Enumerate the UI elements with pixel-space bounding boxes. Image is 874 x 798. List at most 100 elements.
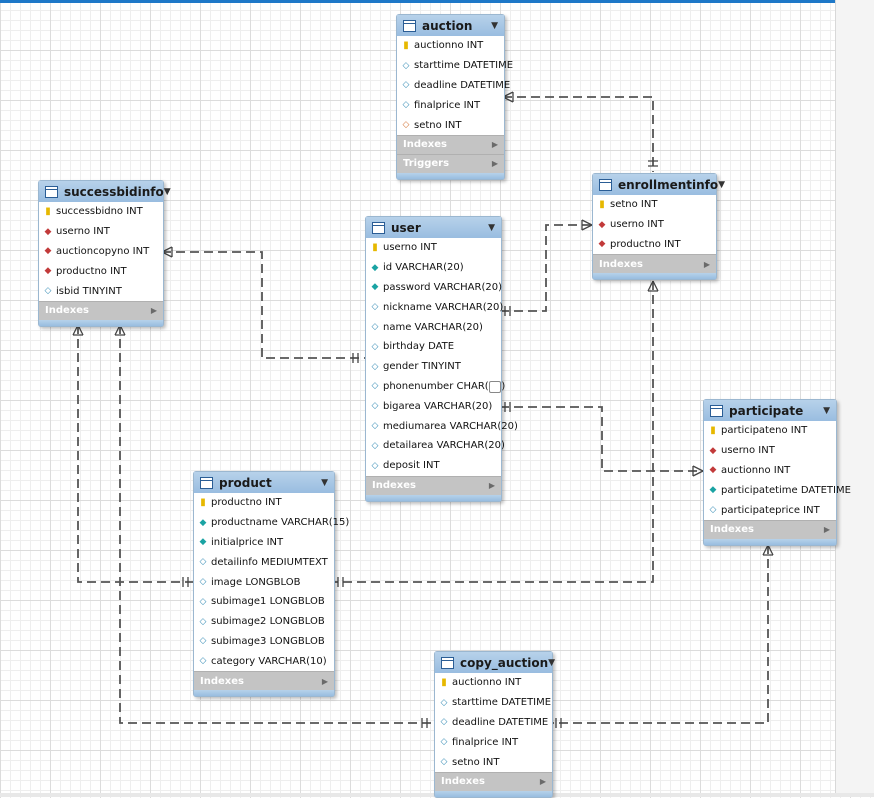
section-indexes[interactable]: Indexes ▶ — [194, 671, 334, 691]
column-row[interactable]: ◇detailarea VARCHAR(20) — [366, 436, 505, 456]
column-row[interactable]: ◆ auctionno INT — [704, 461, 836, 481]
section-indexes[interactable]: Indexes▶ — [704, 519, 836, 539]
section-triggers[interactable]: Triggers▶ — [397, 153, 504, 173]
column-row[interactable]: ◇subimage1 LONGBLOB — [194, 592, 334, 612]
collapse-arrow-icon[interactable]: ▼ — [163, 186, 171, 197]
table-copy-auction[interactable]: copy_auction▼▮auctionno INT◇starttime DA… — [434, 651, 556, 798]
primary-key-icon: ▮ — [372, 241, 378, 253]
column-row[interactable]: ▮successbidno INT — [39, 202, 163, 222]
collapse-arrow-icon[interactable]: ▼ — [548, 657, 556, 668]
column-row[interactable]: ◇setno INT — [435, 752, 552, 772]
column-row[interactable]: ◇subimage2 LONGBLOB — [194, 612, 334, 632]
column-row[interactable]: ◇gender TINYINT — [366, 357, 501, 377]
table-footer — [435, 790, 552, 797]
column-label: successbidno INT — [56, 206, 143, 218]
column-label: subimage2 LONGBLOB — [211, 616, 325, 628]
table-header[interactable]: auction▼ — [397, 15, 504, 36]
table-user[interactable]: user▼▮userno INT◆id VARCHAR(20)◆password… — [365, 216, 518, 502]
collapse-arrow-icon[interactable]: ▼ — [321, 477, 328, 488]
collapse-arrow-icon[interactable]: ▼ — [491, 20, 498, 31]
column-row[interactable]: ◇nickname VARCHAR(20) — [366, 297, 504, 317]
section-indexes[interactable]: Indexes▶ — [39, 300, 163, 320]
section-indexes[interactable]: Indexes▶ — [397, 134, 504, 154]
column-row[interactable]: ◇category VARCHAR(10) — [194, 651, 334, 671]
collapse-arrow-icon[interactable]: ▼ — [823, 405, 830, 416]
expand-arrow-icon[interactable]: ▶ — [703, 259, 710, 269]
column-row[interactable]: ◆ initialprice INT — [194, 533, 334, 553]
expand-arrow-icon[interactable]: ▶ — [321, 676, 328, 686]
expand-arrow-icon[interactable]: ▶ — [150, 306, 157, 316]
column-row[interactable]: ◇bigarea VARCHAR(20) — [366, 396, 501, 416]
collapse-arrow-icon[interactable]: ▼ — [488, 222, 495, 233]
table-header[interactable]: product▼ — [194, 472, 334, 493]
column-row[interactable]: ▮productno INT — [194, 493, 334, 513]
column-row[interactable]: ◆productno INT — [593, 235, 716, 255]
column-label: detailinfo MEDIUMTEXT — [211, 556, 328, 568]
column-row[interactable]: ◆userno INT — [593, 215, 716, 235]
column-row[interactable]: ▮auctionno INT — [435, 673, 552, 693]
column-row[interactable]: ◇subimage3 LONGBLOB — [194, 632, 334, 652]
column-row[interactable]: ◇isbid TINYINT — [39, 281, 163, 301]
column-row[interactable]: ◇starttime DATETIME — [435, 693, 552, 713]
column-icon: ◇ — [440, 717, 448, 728]
expand-arrow-icon[interactable]: ▶ — [491, 159, 498, 169]
table-auction[interactable]: auction▼▮auctionno INT◇starttime DATETIM… — [396, 14, 514, 180]
column-label: name VARCHAR(20) — [383, 321, 483, 333]
table-participate[interactable]: participate▼▮participateno INT◆userno IN… — [703, 399, 851, 546]
section-indexes[interactable]: Indexes▶ — [366, 475, 501, 495]
table-successbidinfo[interactable]: successbidinfo▼▮successbidno INT◆userno … — [38, 180, 171, 327]
link-auction-enrollmentinfo — [503, 96, 654, 172]
foreign-key-icon: ◆ — [709, 465, 717, 476]
column-row[interactable]: ▮participateno INT — [704, 421, 836, 441]
expand-arrow-icon[interactable]: ▶ — [823, 525, 830, 535]
column-row[interactable]: ◇finalprice INT — [397, 95, 504, 115]
expand-arrow-icon[interactable]: ▶ — [488, 481, 495, 491]
table-enrollmentinfo[interactable]: enrollmentinfo▼▮setno INT◆userno INT◆pro… — [592, 173, 725, 281]
table-product[interactable]: product▼▮productno INT◆productname VARCH… — [193, 471, 350, 698]
column-label: auctionno INT — [721, 464, 791, 476]
column-row[interactable]: ◇phonenumber CHAR(11) — [366, 377, 506, 397]
column-row[interactable]: ◇finalprice INT — [435, 732, 552, 752]
column-row[interactable]: ◇image LONGBLOB — [194, 572, 334, 592]
column-row[interactable]: ◆userno INT — [39, 222, 163, 242]
column-row[interactable]: ◇name VARCHAR(20) — [366, 317, 501, 337]
not-null-column-icon: ◆ — [199, 537, 207, 548]
foreign-key-icon: ◆ — [44, 246, 52, 257]
table-header[interactable]: enrollmentinfo▼ — [593, 174, 725, 195]
section-label: Indexes — [200, 675, 244, 687]
column-row[interactable]: ◆auctioncopyno INT — [39, 242, 163, 262]
column-row[interactable]: ◆id VARCHAR(20) — [366, 258, 501, 278]
top-accent-bar — [0, 0, 874, 3]
column-label: finalprice INT — [414, 99, 481, 111]
column-row[interactable]: ◆productno INT — [39, 261, 163, 281]
section-indexes[interactable]: Indexes▶ — [593, 254, 716, 274]
column-row[interactable]: ◇participateprice INT — [704, 500, 836, 520]
section-indexes[interactable]: Indexes▶ — [435, 771, 552, 791]
column-row[interactable]: ◇starttime DATETIME — [397, 56, 514, 76]
column-row[interactable]: ◆userno INT — [704, 441, 836, 461]
column-row[interactable]: ◇deadline DATETIME — [435, 713, 552, 733]
column-row[interactable]: ◇birthday DATE — [366, 337, 501, 357]
column-row[interactable]: ▮setno INT — [593, 195, 716, 215]
expand-arrow-icon[interactable]: ▶ — [539, 777, 546, 787]
collapse-arrow-icon[interactable]: ▼ — [718, 179, 726, 190]
table-header[interactable]: successbidinfo▼ — [39, 181, 171, 202]
column-row[interactable]: ▮auctionno INT — [397, 36, 504, 56]
column-row[interactable]: ◇setno INT — [397, 115, 504, 135]
column-row[interactable]: ◆password VARCHAR(20) — [366, 278, 502, 298]
column-row[interactable]: ◆participatetime DATETIME — [704, 480, 851, 500]
resize-handle[interactable] — [489, 381, 501, 393]
column-row[interactable]: ◇deposit INT — [366, 456, 501, 476]
table-header[interactable]: copy_auction▼ — [435, 652, 556, 673]
table-header[interactable]: participate▼ — [704, 400, 836, 421]
column-row[interactable]: ◆productname VARCHAR(15) — [194, 513, 350, 533]
table-header[interactable]: user▼ — [366, 217, 501, 238]
column-row[interactable]: ◇mediumarea VARCHAR(20) — [366, 416, 518, 436]
column-row[interactable]: ◇detailinfo MEDIUMTEXT — [194, 552, 334, 572]
expand-arrow-icon[interactable]: ▶ — [491, 140, 498, 150]
foreign-key-icon: ◆ — [709, 445, 717, 456]
column-label: initialprice INT — [211, 536, 284, 548]
column-row[interactable]: ▮userno INT — [366, 238, 501, 258]
column-row[interactable]: ◇deadline DATETIME — [397, 76, 511, 96]
